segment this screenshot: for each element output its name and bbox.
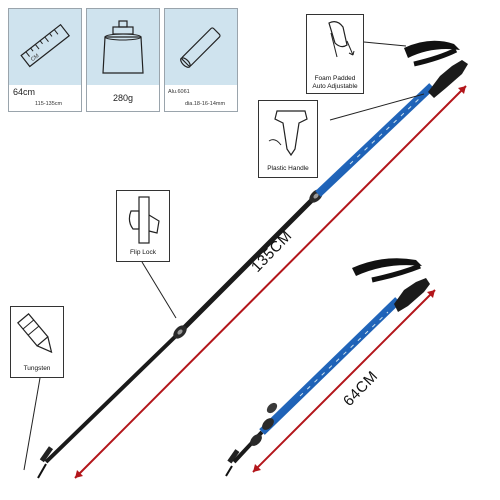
material-spec-card: Alu.6061 dia.18-16-14mm — [164, 8, 238, 112]
ruler-icon — [9, 9, 81, 85]
strap-icon — [328, 21, 355, 58]
flip-lock-collapsed-3 — [266, 402, 278, 414]
tube-icon — [165, 9, 237, 85]
foam-handle-callout: Foam Padded Auto Adjustable — [306, 14, 364, 94]
plastic-handle-label: Plastic Handle — [267, 165, 309, 172]
length-range-value: 115-135cm — [35, 101, 63, 107]
collapsed-trekking-pole — [225, 258, 430, 477]
weight-spec-card: 280g — [86, 8, 160, 112]
leader-foam-handle — [363, 41, 407, 47]
leader-tungsten — [23, 377, 41, 471]
diameter-value: dia.18-16-14mm — [185, 101, 226, 107]
extended-trekking-pole — [37, 40, 468, 479]
tungsten-tip-icon — [17, 313, 53, 354]
handle-icon — [268, 110, 308, 157]
flip-lock-collapsed-1 — [250, 434, 262, 446]
flip-lock-collapsed-2 — [262, 418, 274, 430]
plastic-handle-callout: Plastic Handle — [258, 100, 318, 178]
alloy-value: Alu.6061 — [168, 89, 190, 95]
collapsed-length-value: 64cm — [13, 87, 36, 97]
leader-plastic-handle — [329, 93, 425, 121]
flip-lock-callout: Flip Lock — [116, 190, 170, 262]
leader-flip-lock — [141, 261, 177, 319]
flip-lock-label: Flip Lock — [129, 249, 156, 256]
tungsten-label: Tungsten — [23, 365, 51, 372]
weight-value: 280g — [113, 93, 134, 103]
collapsed-dimension-arrow — [252, 289, 436, 473]
foam-handle-label-2: Auto Adjustable — [312, 83, 358, 90]
tungsten-callout: Tungsten — [10, 306, 64, 378]
extended-dimension-arrow — [74, 85, 467, 479]
length-spec-card: CM 64cm 115-135cm — [8, 8, 82, 112]
flip-lock-icon — [128, 196, 160, 244]
foam-handle-label-1: Foam Padded — [314, 75, 356, 82]
weight-icon — [87, 9, 159, 85]
